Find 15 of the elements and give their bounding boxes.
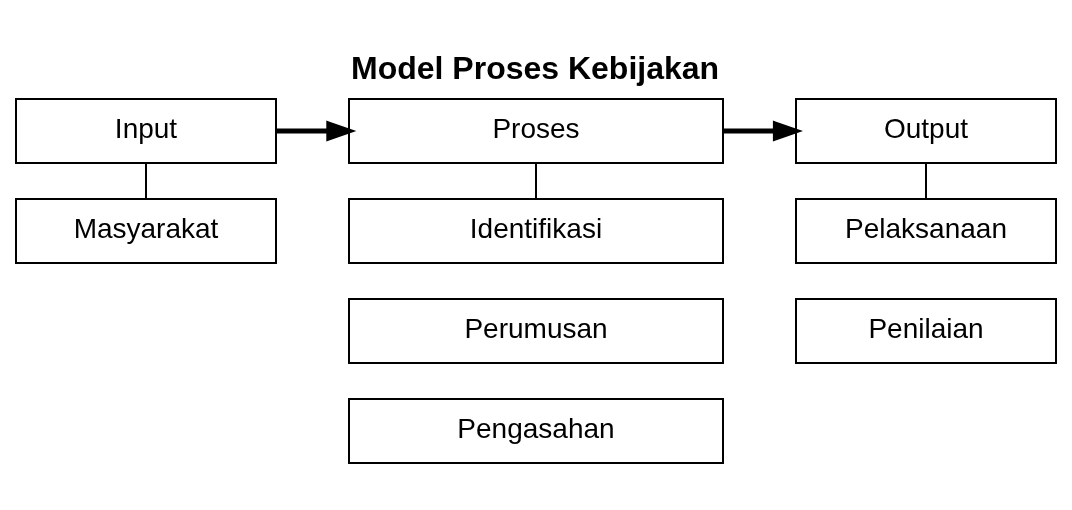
node-box: Perumusan (348, 298, 724, 364)
diagram-title: Model Proses Kebijakan (351, 49, 720, 86)
node-box: Input (15, 98, 277, 164)
node-box: Proses (348, 98, 724, 164)
arrow (276, 120, 357, 142)
node-box: Output (795, 98, 1057, 164)
node-box: Penilaian (795, 298, 1057, 364)
node-box: Pengasahan (348, 398, 724, 464)
connector (535, 162, 537, 200)
node-box: Identifikasi (348, 198, 724, 264)
arrow (723, 120, 803, 142)
connector (925, 162, 927, 200)
connector (145, 162, 147, 200)
node-box: Pelaksanaan (795, 198, 1057, 264)
node-box: Masyarakat (15, 198, 277, 264)
